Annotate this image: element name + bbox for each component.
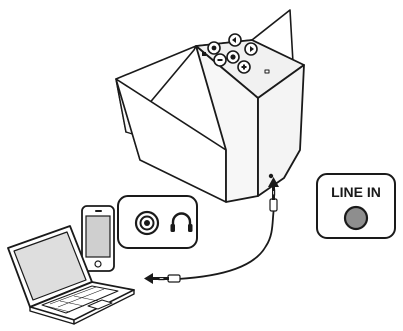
next-button-icon [244,42,258,56]
smartphone-icon [81,205,115,272]
line-in-label: LINE IN [331,184,381,200]
aux-input-jack-icon [343,205,369,231]
power-button-icon [207,41,221,55]
laptop-screen [13,231,87,301]
arrow-to-speaker-icon [268,177,279,191]
speaker-controls [202,33,258,74]
line-in-callout: LINE IN [316,173,396,239]
aux-cable-icon [144,177,279,284]
speaker-aux-port [268,173,274,179]
headphones-icon [170,212,193,232]
phone-speaker-slot [95,210,102,212]
speaker-icon [115,9,305,203]
aux-cable-wire [177,207,275,280]
audio-jack-icon [134,210,160,236]
laptop-touchpad [87,299,113,310]
phone-screen [85,215,111,258]
device-port-callout [117,195,198,249]
speaker-front-face [195,45,259,203]
volume-up-button-icon [237,60,251,74]
previous-button-icon [228,33,242,47]
aux-plug-left [158,274,181,283]
play-pause-button-icon [226,50,240,64]
status-led [264,69,270,74]
bluetooth-indicator [202,52,206,56]
aux-plug-right [269,189,278,212]
volume-down-button-icon [213,53,227,67]
laptop-icon [7,225,135,325]
laptop-keyboard [41,285,119,314]
arrow-to-laptop-icon [144,273,159,284]
phone-home-button [94,260,102,268]
